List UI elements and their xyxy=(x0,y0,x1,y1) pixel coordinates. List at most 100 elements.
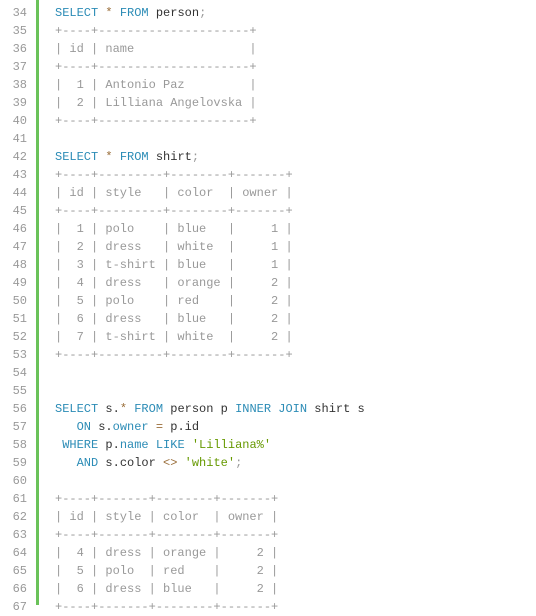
code-line[interactable]: 52 | 7 | t-shirt | white | 2 | xyxy=(0,328,536,346)
code-token: shirt s xyxy=(307,402,365,416)
code-text: +----+-------+--------+-------+ xyxy=(55,490,278,508)
code-line[interactable]: 66| 6 | dress | blue | 2 | xyxy=(0,580,536,598)
code-token: +----+---------------------+ xyxy=(55,24,257,38)
line-number: 47 xyxy=(12,240,27,254)
code-line[interactable]: 46| 1 | polo | blue | 1 | xyxy=(0,220,536,238)
code-token: WHERE xyxy=(62,438,99,452)
code-line[interactable]: 45 +----+---------+--------+-------+ xyxy=(0,202,536,220)
code-line[interactable]: 36| id | name | xyxy=(0,40,536,58)
code-token: = xyxy=(155,420,164,434)
code-text: | 1 | Antonio Paz | xyxy=(55,76,257,94)
code-line[interactable]: 65| 5 | polo | red | 2 | xyxy=(0,562,536,580)
code-text: +----+---------+--------+-------+ xyxy=(55,346,293,364)
code-line[interactable]: 51 | 6 | dress | blue | 2 | xyxy=(0,310,536,328)
code-line[interactable]: 43+----+---------+--------+-------+ xyxy=(0,166,536,184)
code-text: +----+---------------------+ xyxy=(55,22,257,40)
code-token: | 5 | polo | red | 2 | xyxy=(55,564,279,578)
line-number-gutter xyxy=(0,0,36,605)
code-token xyxy=(55,420,77,434)
line-number: 51 xyxy=(12,312,27,326)
code-line[interactable]: 47| 2 | dress | white | 1 | xyxy=(0,238,536,256)
line-number: 43 xyxy=(12,168,27,182)
code-token xyxy=(55,456,77,470)
code-text: | 4 | dress | orange | 2 | xyxy=(55,274,293,292)
line-number: 52 xyxy=(12,330,27,344)
code-token: p.id xyxy=(163,420,200,434)
code-line[interactable]: 39 | 2 | Lilliana Angelovska | xyxy=(0,94,536,112)
code-token: | id | name | xyxy=(55,42,257,56)
code-line[interactable]: 37+----+---------------------+ xyxy=(0,58,536,76)
code-token: | 5 | polo | red | 2 | xyxy=(55,294,293,308)
code-line[interactable]: 38| 1 | Antonio Paz | xyxy=(0,76,536,94)
code-token: person p xyxy=(163,402,236,416)
code-line[interactable]: 44 | id | style | color | owner | xyxy=(0,184,536,202)
code-token: | 3 | t-shirt | blue | 1 | xyxy=(55,258,293,272)
code-token: * xyxy=(105,150,113,164)
code-line[interactable]: 35+----+---------------------+ xyxy=(0,22,536,40)
line-number: 59 xyxy=(12,456,27,470)
code-text: | 5 | polo | red | 2 | xyxy=(55,562,278,580)
code-line[interactable]: 58 WHERE p.name LIKE 'Lilliana%' xyxy=(0,436,536,454)
code-token: s. xyxy=(98,402,120,416)
code-token: * xyxy=(119,402,128,416)
code-line[interactable]: 49| 4 | dress | orange | 2 | xyxy=(0,274,536,292)
code-line[interactable]: 59 AND s.color <> 'white'; xyxy=(0,454,536,472)
code-line[interactable]: 55 xyxy=(0,382,536,400)
code-line[interactable]: 63+----+-------+--------+-------+ xyxy=(0,526,536,544)
code-line[interactable]: 67 +----+-------+--------+-------+ xyxy=(0,598,536,616)
code-token: FROM xyxy=(134,402,164,416)
code-token: 'white' xyxy=(184,456,236,470)
code-token: ; xyxy=(235,456,243,470)
code-token: SELECT xyxy=(55,150,99,164)
code-token: +----+---------+--------+-------+ xyxy=(55,204,293,218)
line-number: 37 xyxy=(12,60,27,74)
code-token: 'Lilliana%' xyxy=(191,438,272,452)
code-line[interactable]: 54 xyxy=(0,364,536,382)
line-number: 53 xyxy=(12,348,27,362)
line-number: 42 xyxy=(12,150,27,164)
code-line[interactable]: 57 ON s.owner = p.id xyxy=(0,418,536,436)
code-token: | 1 | polo | blue | 1 | xyxy=(55,222,293,236)
line-number: 44 xyxy=(12,186,27,200)
code-token xyxy=(177,456,184,470)
code-token: +----+-------+--------+-------+ xyxy=(55,492,279,506)
code-line[interactable]: 64| 4 | dress | orange | 2 | xyxy=(0,544,536,562)
code-text: | id | style | color | owner | xyxy=(55,184,293,202)
code-text: +----+---------------------+ xyxy=(55,112,257,130)
code-line[interactable]: 62 | id | style | color | owner | xyxy=(0,508,536,526)
line-number: 67 xyxy=(12,600,27,614)
line-number: 50 xyxy=(12,294,27,308)
code-line[interactable]: 50 | 5 | polo | red | 2 | xyxy=(0,292,536,310)
code-line[interactable]: 48 | 3 | t-shirt | blue | 1 | xyxy=(0,256,536,274)
line-number: 60 xyxy=(12,474,27,488)
code-line[interactable]: 41 xyxy=(0,130,536,148)
line-number: 64 xyxy=(12,546,27,560)
code-text: +----+-------+--------+-------+ xyxy=(55,526,278,544)
code-token: | 6 | dress | blue | 2 | xyxy=(55,582,279,596)
line-number: 62 xyxy=(12,510,27,524)
code-line[interactable]: 60 xyxy=(0,472,536,490)
code-line[interactable]: 61+----+-------+--------+-------+ xyxy=(0,490,536,508)
code-text: +----+-------+--------+-------+ xyxy=(55,598,278,616)
line-number: 48 xyxy=(12,258,27,272)
line-number: 45 xyxy=(12,204,27,218)
line-number: 40 xyxy=(12,114,27,128)
code-text: | 7 | t-shirt | white | 2 | xyxy=(55,328,293,346)
code-token xyxy=(149,420,156,434)
code-line[interactable]: 53 +----+---------+--------+-------+ xyxy=(0,346,536,364)
code-text: SELECT s.* FROM person p INNER JOIN shir… xyxy=(55,400,365,418)
code-token: | 2 | Lilliana Angelovska | xyxy=(55,96,257,110)
code-text: | id | name | xyxy=(55,40,257,58)
code-token: LIKE xyxy=(155,438,185,452)
code-token: | 6 | dress | blue | 2 | xyxy=(55,312,293,326)
code-text: | 5 | polo | red | 2 | xyxy=(55,292,293,310)
code-token: +----+---------+--------+-------+ xyxy=(55,348,293,362)
code-line[interactable]: 40 +----+---------------------+ xyxy=(0,112,536,130)
line-number: 39 xyxy=(12,96,27,110)
code-token: | id | style | color | owner | xyxy=(55,510,279,524)
